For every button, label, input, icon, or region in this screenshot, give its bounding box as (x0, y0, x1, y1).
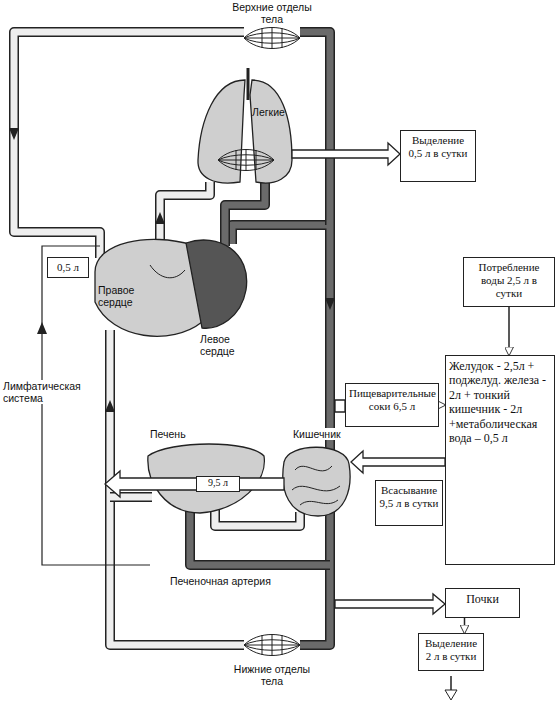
venous-pipe (14, 32, 244, 258)
flow-arrow (464, 618, 466, 633)
text-box: Выделение 2 л в сутки (418, 633, 484, 671)
intestine (283, 447, 350, 516)
organ-label: Нижние отделы тела (222, 663, 322, 687)
lungs-excretion-arrow (292, 143, 400, 165)
box-text: Пищеварительные соки 6,5 л (349, 387, 435, 413)
organ-label: Легкие (252, 106, 292, 118)
venous-pipe (160, 182, 210, 242)
venous-pipe (160, 182, 210, 242)
text-box: Желудок - 2,5л + поджелуд. железа - 2л +… (445, 355, 555, 565)
text-box: Выделение 0,5 л в сутки (400, 130, 476, 182)
kidney-arrow (335, 594, 445, 614)
box-text: Выделение 2 л в сутки (422, 637, 480, 663)
text-box: 9,5 л (196, 476, 240, 492)
text-box: Пищеварительные соки 6,5 л (345, 383, 439, 427)
capillary-bed (244, 634, 300, 656)
lungs (198, 68, 292, 183)
box-text: Всасывание 9,5 л в сутки (379, 484, 439, 510)
lungs (218, 149, 274, 171)
organ-label: Правое сердце (98, 284, 156, 308)
kidney-arrow (335, 594, 445, 614)
venous-pipe (215, 508, 300, 526)
arterial-pipe (300, 32, 330, 225)
box-text: 9,5 л (199, 477, 237, 489)
excretion-out-arrow (445, 690, 457, 700)
venous-pipe (14, 32, 244, 258)
capillary-bed (244, 27, 300, 49)
box-text: 0,5 л (51, 261, 85, 274)
heart (186, 240, 247, 328)
lungs-excretion-arrow (292, 143, 400, 165)
organ-label: Кишечник (292, 428, 354, 440)
box-text: Желудок - 2,5л + поджелуд. железа - 2л +… (449, 359, 551, 445)
box-text: Потребление воды 2,5 л в сутки (467, 261, 551, 301)
box-text: Выделение 0,5 л в сутки (404, 134, 472, 160)
arterial-pipe (190, 510, 330, 565)
flow-arrow (508, 307, 510, 355)
arterial-pipe (190, 510, 330, 565)
box-text: Почки (449, 592, 516, 606)
lungs (247, 68, 250, 100)
flow-arrowhead (9, 128, 19, 140)
organ-label: Лимфатическая система (2, 380, 86, 404)
arterial-pipe (300, 32, 330, 225)
text-box: 0,5 л (47, 257, 89, 278)
intestine (283, 447, 350, 516)
secretion-arrow (335, 400, 345, 412)
organ-label: Печень (150, 428, 210, 440)
lungs (198, 80, 245, 183)
absorption-arrow (351, 451, 445, 473)
organ-label: Печеночная артерия (170, 575, 300, 587)
venous-pipe (215, 508, 300, 526)
lymph-line (37, 322, 47, 334)
text-box: Всасывание 9,5 л в сутки (375, 480, 443, 526)
arterial-pipe (225, 180, 265, 246)
excretion-out-arrow (445, 676, 457, 700)
secretion-arrow (335, 400, 345, 412)
capillary-bed (244, 27, 300, 656)
text-box: Почки (445, 588, 520, 618)
heart (95, 239, 247, 336)
organ-label: Левое сердце (200, 333, 260, 357)
absorption-arrow (105, 471, 284, 497)
organ-label: Верхние отделы тела (222, 1, 322, 25)
venous-pipe (14, 32, 300, 645)
arterial-pipe (225, 180, 265, 246)
heart (95, 239, 202, 336)
flow-arrowhead (155, 212, 165, 224)
arterial-pipe (190, 32, 345, 645)
flow-arrowhead (325, 298, 335, 310)
text-box: Потребление воды 2,5 л в сутки (463, 257, 555, 307)
heart (150, 265, 185, 278)
intestine (292, 466, 340, 505)
flow-arrowhead (105, 400, 115, 412)
